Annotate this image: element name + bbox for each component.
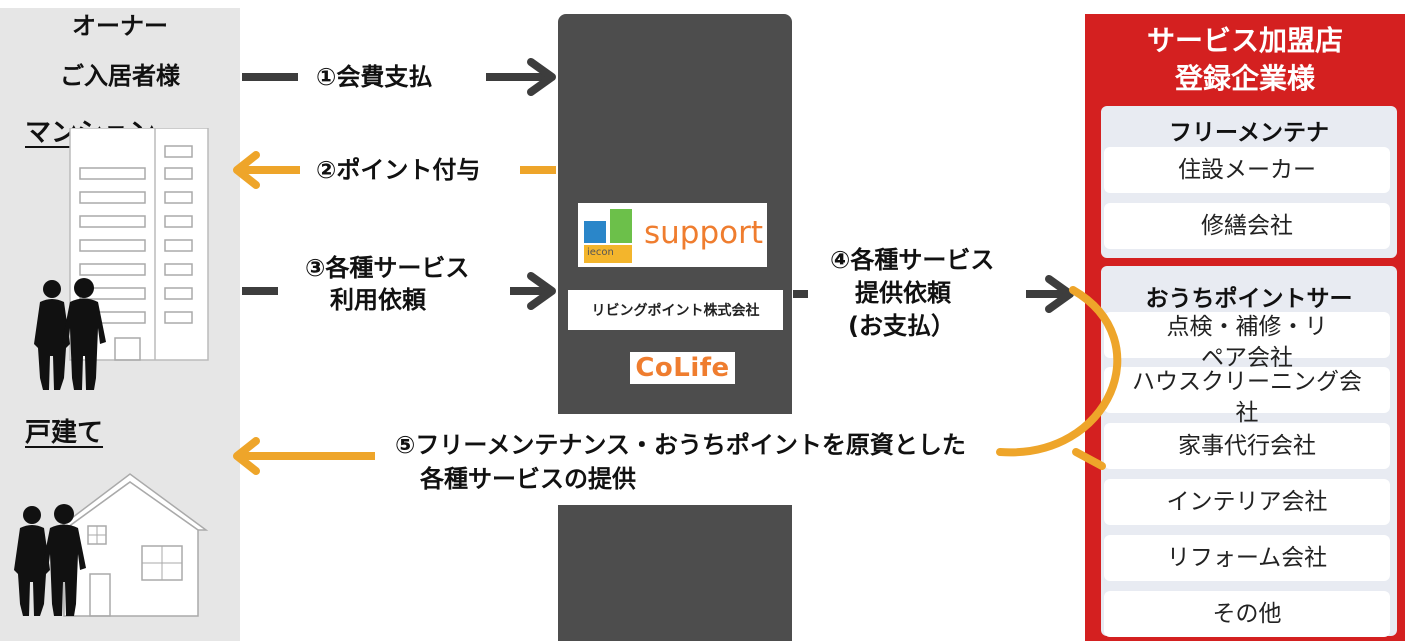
colife-logo: CoLife xyxy=(630,352,735,384)
arrow-3-head xyxy=(527,272,556,310)
list-item: ハウスクリーニング会社 xyxy=(1104,367,1390,426)
free-mainte-title: フリーメンテナ xyxy=(1168,120,1330,146)
owner-title: オーナー xyxy=(72,12,168,40)
ouchi-point-title: おうちポイントサー xyxy=(1145,286,1353,312)
list-item: リフォーム会社 xyxy=(1104,535,1390,581)
list-item: その他 xyxy=(1104,591,1390,637)
arrow-5-head xyxy=(233,437,260,475)
partners-title-line1: サービス加盟店 xyxy=(1146,24,1343,57)
list-item: インテリア会社 xyxy=(1104,479,1390,525)
arrow-1-head xyxy=(527,58,556,96)
arrow-4-head xyxy=(1045,275,1074,313)
arrow-2-head xyxy=(233,151,260,189)
platform-column-bottom xyxy=(558,505,792,641)
iecon-label: iecon xyxy=(587,247,614,258)
list-item: 住設メーカー xyxy=(1104,147,1390,193)
resident-title: ご入居者様 xyxy=(60,62,180,90)
support-label: support xyxy=(644,215,764,251)
flow-5-label-line1: ⑤フリーメンテナンス・おうちポイントを原資とした xyxy=(395,431,966,459)
iecon-support-logo: iecon support xyxy=(578,203,767,267)
flow-4-label-line3: (お支払） xyxy=(848,312,955,340)
iecon-logo-icon xyxy=(584,209,632,263)
list-item: 点検・補修・リペア会社 xyxy=(1104,312,1390,371)
list-item: 家事代行会社 xyxy=(1104,423,1390,469)
flow-4-label-line2: 提供依頼 xyxy=(855,279,951,307)
house-label: 戸建て xyxy=(25,418,104,448)
list-item: 修繕会社 xyxy=(1104,203,1390,249)
arrow-5-curve xyxy=(996,286,1122,457)
flow-2-label: ②ポイント付与 xyxy=(316,156,481,184)
flow-3-label-line2: 利用依頼 xyxy=(330,286,426,314)
partners-title: サービス加盟店 登録企業様 xyxy=(1085,22,1405,98)
flow-5-label-line2: 各種サービスの提供 xyxy=(420,465,636,493)
couple-silhouette-icon xyxy=(34,278,106,390)
couple-silhouette-icon-2 xyxy=(14,504,86,616)
flow-1-label: ①会費支払 xyxy=(316,63,433,91)
flow-3-label-line1: ③各種サービス xyxy=(305,254,470,282)
living-point-logo: リビングポイント株式会社 xyxy=(568,290,783,330)
flow-4-label-line1: ④各種サービス xyxy=(830,246,995,274)
partners-title-line2: 登録企業様 xyxy=(1174,62,1315,95)
arrow-5-tail xyxy=(1072,448,1106,470)
